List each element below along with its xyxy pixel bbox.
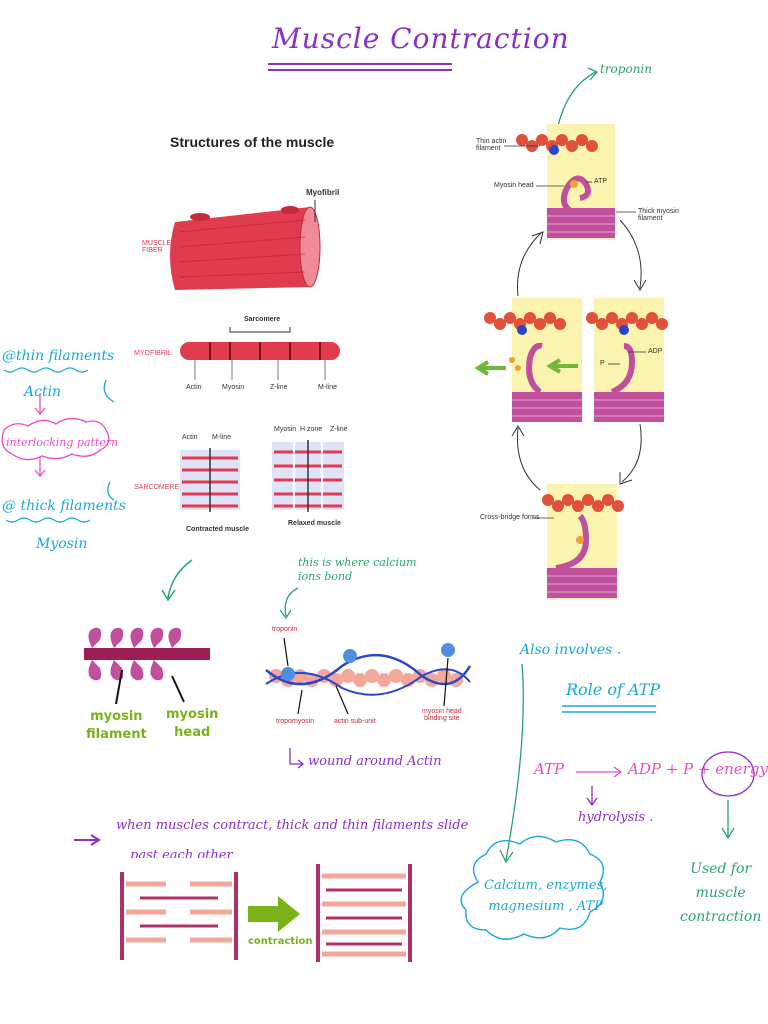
sliding-filament-panel: contraction: [110, 858, 422, 968]
bottom-note-line1: when muscles contract, thick and thin fi…: [116, 818, 468, 833]
contraction-label: contraction: [248, 936, 313, 947]
sliding-filament-illustration: [110, 858, 422, 968]
